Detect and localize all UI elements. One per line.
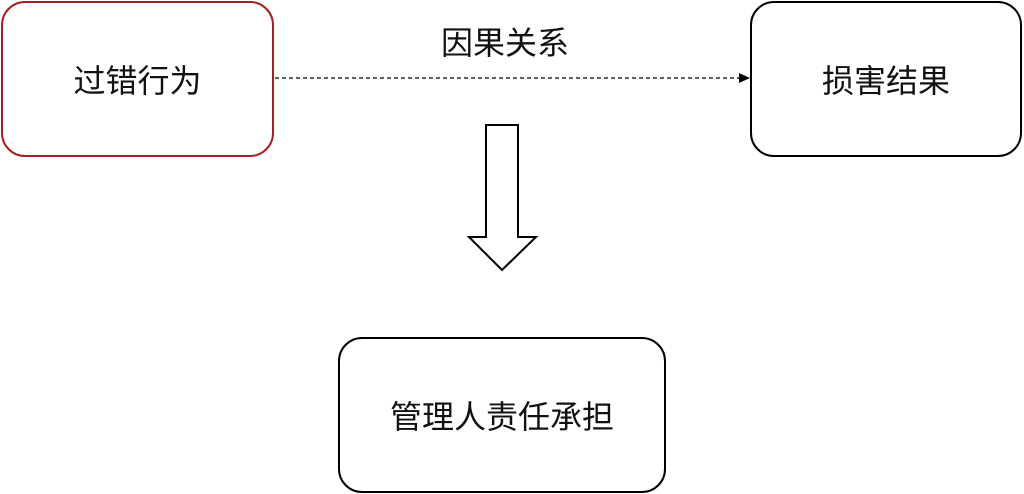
causation-label: 因果关系 [440,24,569,62]
damage-node: 损害结果 [750,1,1022,157]
fault-node: 过错行为 [1,1,274,157]
liability-node: 管理人责任承担 [338,337,666,493]
hollow-down-arrow-icon [466,124,539,272]
arrowhead-icon [739,73,750,83]
